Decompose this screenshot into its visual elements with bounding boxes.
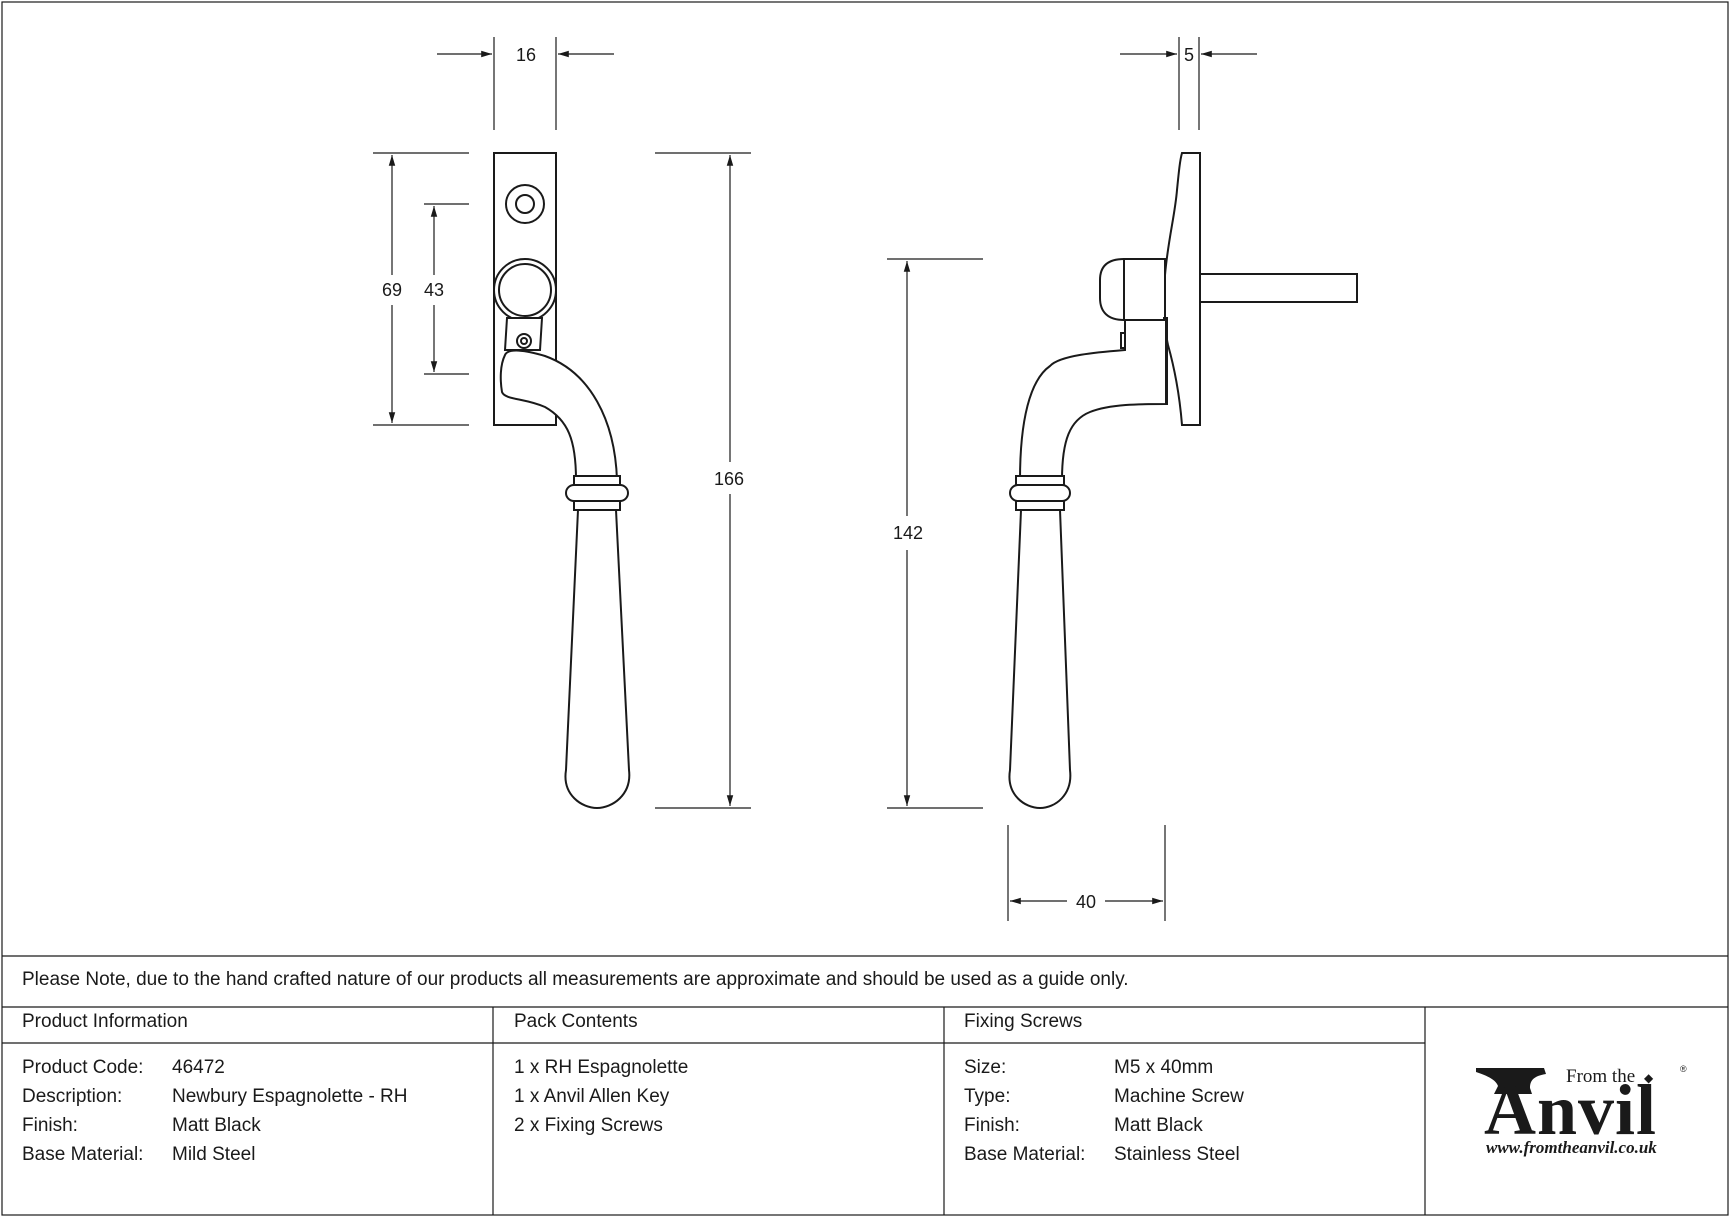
dim-label-projection: 40 (1076, 892, 1096, 912)
side-handle-arm (1018, 319, 1167, 481)
description-label: Description: (22, 1086, 123, 1107)
side-view (1008, 152, 1358, 810)
product-code-value: 46472 (172, 1057, 225, 1078)
dim-label-plate-height: 69 (382, 280, 402, 300)
dimension-plate-depth: 5 (1120, 37, 1257, 130)
handle-collar-ring (565, 484, 629, 502)
product-information-heading: Product Information (22, 1011, 188, 1032)
dimension-plate-width: 16 (437, 37, 614, 130)
upper-fixing-hole-inner (515, 194, 535, 214)
dim-label-plate-depth: 5 (1184, 45, 1194, 65)
lower-fixing-screw-inner (520, 337, 528, 345)
front-view (493, 152, 631, 810)
logo-brand: Anvil (1484, 1070, 1658, 1150)
logo-from-the: From the (1566, 1066, 1636, 1087)
side-handle-grip (1008, 509, 1072, 810)
handle-grip (564, 509, 631, 810)
from-the-anvil-logo: From the ◆ ® Anvil www.fromtheanvil.co.u… (1474, 1062, 1694, 1162)
dim-label-overall-length: 166 (714, 469, 744, 489)
dimension-plate-height: 69 (373, 152, 469, 426)
description-value: Newbury Espagnolette - RH (172, 1086, 408, 1107)
pack-item: 2 x Fixing Screws (514, 1115, 663, 1136)
screw-finish-value: Matt Black (1114, 1115, 1203, 1136)
side-backplate (1163, 152, 1201, 426)
side-collar-ring (1009, 484, 1071, 502)
spindle-boss-inner (498, 263, 552, 317)
screw-size-label: Size: (964, 1057, 1007, 1078)
side-boss-body (1123, 258, 1166, 321)
side-collar-bottom (1015, 500, 1065, 511)
screw-material-value: Stainless Steel (1114, 1144, 1240, 1165)
dim-label-plate-width: 16 (516, 45, 536, 65)
screw-material-label: Base Material: (964, 1144, 1086, 1165)
disclaimer-note: Please Note, due to the hand crafted nat… (22, 969, 1129, 990)
diamond-icon: ◆ (1644, 1071, 1654, 1085)
dimension-hole-centres: 43 (424, 203, 469, 375)
finish-value: Matt Black (172, 1115, 261, 1136)
handle-collar-bottom (573, 500, 621, 511)
finish-label: Finish: (22, 1115, 78, 1136)
handle-collar-top (573, 475, 621, 486)
product-code-label: Product Code: (22, 1057, 144, 1078)
anvil-icon (1476, 1068, 1546, 1094)
logo-url: www.fromtheanvil.co.uk (1486, 1138, 1657, 1157)
pack-item: 1 x Anvil Allen Key (514, 1086, 670, 1107)
screw-type-value: Machine Screw (1114, 1086, 1244, 1107)
fixing-screws-heading: Fixing Screws (964, 1011, 1083, 1032)
logo-registered: ® (1680, 1064, 1687, 1074)
handle-arm (499, 349, 619, 481)
screw-type-label: Type: (964, 1086, 1011, 1107)
screw-finish-label: Finish: (964, 1115, 1020, 1136)
dimension-projection: 40 (1007, 825, 1166, 921)
dimension-overall-length: 166 (655, 152, 751, 809)
dimension-handle-length: 142 (887, 258, 983, 809)
screw-size-value: M5 x 40mm (1114, 1057, 1214, 1078)
dim-label-handle-length: 142 (893, 523, 923, 543)
side-collar-top (1015, 475, 1065, 486)
base-material-label: Base Material: (22, 1144, 144, 1165)
pack-item: 1 x RH Espagnolette (514, 1057, 689, 1078)
pack-contents-heading: Pack Contents (514, 1011, 638, 1032)
dim-label-hole-centres: 43 (424, 280, 444, 300)
spindle (1199, 273, 1358, 303)
base-material-value: Mild Steel (172, 1144, 256, 1165)
